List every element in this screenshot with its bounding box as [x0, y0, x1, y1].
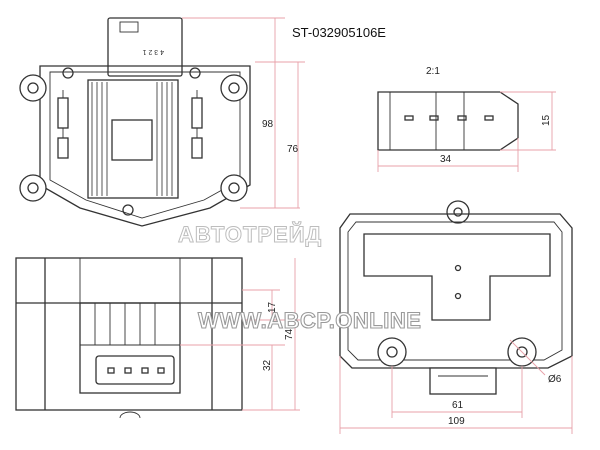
- dim-74: 74: [284, 328, 295, 340]
- scale-label: 2:1: [426, 66, 440, 77]
- dim-98: 98: [262, 119, 274, 130]
- mounting-lug-icon: [19, 67, 248, 216]
- rear-view: 61 109 Ø6: [339, 200, 573, 434]
- dim-76: 76: [287, 144, 299, 155]
- pin-icon: [404, 115, 494, 121]
- dim-15: 15: [541, 114, 552, 126]
- pin-labels: 4 3 2 1: [142, 48, 164, 55]
- part-number: ST-032905106E: [292, 25, 386, 40]
- dim-109: 109: [448, 416, 465, 427]
- watermark-top: АВТОТРЕЙД: [178, 222, 322, 247]
- dim-17: 17: [267, 301, 278, 313]
- watermark-bottom: WWW.ABCP.ONLINE: [198, 308, 421, 333]
- connector-detail-view: 2:1 34 15: [377, 66, 556, 172]
- dim-32: 32: [262, 359, 273, 371]
- dim-61: 61: [452, 400, 464, 411]
- diode-icon: [57, 90, 203, 159]
- dim-34: 34: [440, 154, 452, 165]
- front-view: 4 3 2 1: [19, 17, 305, 227]
- dim-hole-6: Ø6: [548, 374, 562, 385]
- side-view: 17 74 32: [15, 257, 300, 419]
